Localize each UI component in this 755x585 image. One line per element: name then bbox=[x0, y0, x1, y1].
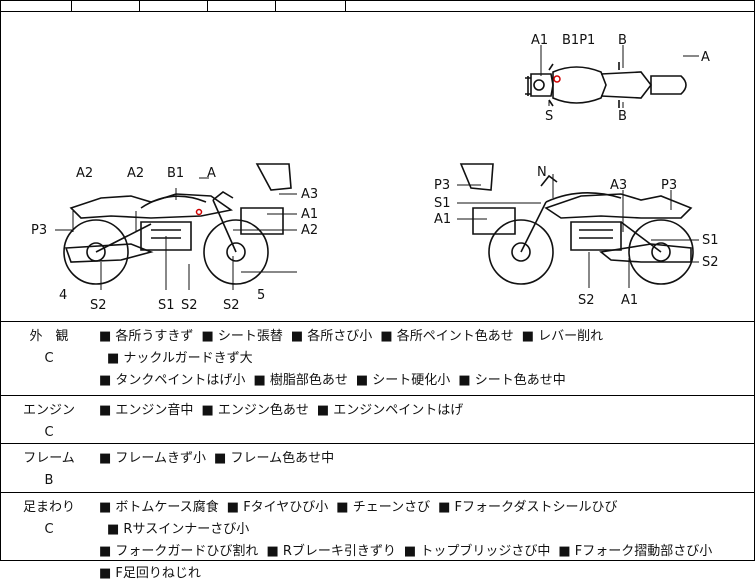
condition-item: 各所うすきず bbox=[99, 329, 193, 344]
left-view-label: B1 bbox=[167, 166, 184, 181]
condition-item: レバー削れ bbox=[522, 329, 603, 344]
left-view-label: 4 bbox=[59, 288, 67, 303]
condition-item: ボトムケース腐食 bbox=[99, 500, 219, 515]
right-view-label: A1 bbox=[621, 293, 638, 308]
section-items: フレームきず小フレーム色あせ中 bbox=[99, 448, 746, 470]
condition-item: 各所さび小 bbox=[291, 329, 372, 344]
condition-item: シート硬化小 bbox=[356, 373, 450, 388]
section-heading: エンジン C bbox=[1, 396, 97, 444]
section-items: 各所うすきずシート張替各所さび小各所ペイント色あせレバー削れナックルガードきず大… bbox=[99, 326, 746, 392]
left-side-motorcycle bbox=[63, 163, 292, 285]
top-view-label: B bbox=[618, 109, 627, 124]
left-view-label: 5 bbox=[257, 288, 265, 303]
diagram-canvas: A1 B1P1 B A S B bbox=[31, 33, 719, 313]
left-view-label: A2 bbox=[76, 166, 93, 181]
condition-item: シート色あせ中 bbox=[458, 373, 565, 388]
right-view-label: S2 bbox=[578, 293, 595, 308]
section-name: エンジン bbox=[22, 403, 75, 418]
right-view-label: P3 bbox=[434, 178, 450, 193]
right-view-label: S2 bbox=[702, 255, 719, 270]
condition-item: フォークガードひび割れ bbox=[99, 544, 258, 559]
condition-item: エンジンペイントはげ bbox=[317, 403, 463, 418]
section-heading: 外 観 C bbox=[1, 322, 97, 370]
left-view-label: S2 bbox=[223, 298, 240, 313]
condition-item: F足回りねじれ bbox=[99, 566, 201, 581]
right-side-motorcycle bbox=[459, 163, 694, 285]
section-heading: フレーム B bbox=[1, 444, 97, 492]
left-view-label: S1 bbox=[158, 298, 175, 313]
left-view-label: A3 bbox=[301, 187, 318, 202]
engine-section: エンジン C エンジン音中エンジン色あせエンジンペイントはげ bbox=[1, 396, 754, 444]
left-view-label: A2 bbox=[301, 223, 318, 238]
right-view-label: S1 bbox=[434, 196, 451, 211]
table-divider bbox=[139, 1, 140, 11]
condition-item: チェーンさび bbox=[336, 500, 430, 515]
left-view-label: A bbox=[207, 166, 216, 181]
section-name: フレーム bbox=[23, 451, 75, 466]
suspension-section: 足まわり C ボトムケース腐食 Fタイヤひび小チェーンさび Fフォークダストシールひ… bbox=[1, 493, 754, 581]
section-heading: 足まわり C bbox=[1, 493, 97, 541]
condition-item: Fフォークダストシールひび bbox=[438, 500, 617, 515]
condition-item: Rサスインナーさび小 bbox=[107, 522, 249, 537]
left-view-label: S2 bbox=[181, 298, 198, 313]
header-table-strip bbox=[1, 1, 754, 12]
motorcycle-damage-diagram: A1 B1P1 B A S B bbox=[1, 12, 754, 322]
condition-item: Rブレーキ引きずり bbox=[266, 544, 395, 559]
table-divider bbox=[345, 1, 346, 11]
top-view-label: B bbox=[618, 33, 627, 48]
top-view-label: B1P1 bbox=[562, 33, 595, 48]
condition-item: シート張替 bbox=[201, 329, 282, 344]
table-divider bbox=[207, 1, 208, 11]
section-grade: C bbox=[44, 425, 54, 440]
exterior-section: 外 観 C 各所うすきずシート張替各所さび小各所ペイント色あせレバー削れナックル… bbox=[1, 322, 754, 396]
condition-item: トップブリッジさび中 bbox=[404, 544, 550, 559]
right-view-label: A1 bbox=[434, 212, 451, 227]
top-view-label: S bbox=[545, 109, 553, 124]
section-items: エンジン音中エンジン色あせエンジンペイントはげ bbox=[99, 400, 746, 422]
top-view-label: A bbox=[701, 50, 710, 65]
condition-item: 各所ペイント色あせ bbox=[380, 329, 513, 344]
top-view-label: A1 bbox=[531, 33, 548, 48]
right-view-label: A3 bbox=[610, 178, 627, 193]
condition-item: Fタイヤひび小 bbox=[227, 500, 329, 515]
condition-item: 樹脂部色あせ bbox=[253, 373, 347, 388]
condition-item: エンジン音中 bbox=[99, 403, 193, 418]
top-view-motorcycle bbox=[525, 62, 687, 108]
right-view-label: P3 bbox=[661, 178, 677, 193]
frame-section: フレーム B フレームきず小フレーム色あせ中 bbox=[1, 444, 754, 493]
condition-item: Fフォーク摺動部さび小 bbox=[558, 544, 712, 559]
right-view-label: S1 bbox=[702, 233, 719, 248]
left-view-label: A1 bbox=[301, 207, 318, 222]
section-name: 足まわり bbox=[22, 500, 75, 515]
condition-item: タンクペイントはげ小 bbox=[99, 373, 245, 388]
left-view-label: P3 bbox=[31, 223, 47, 238]
section-name: 外 観 bbox=[29, 329, 69, 344]
condition-item: フレーム色あせ中 bbox=[214, 451, 334, 466]
right-view-label: N bbox=[537, 165, 547, 180]
section-items: ボトムケース腐食 Fタイヤひび小チェーンさび Fフォークダストシールひび Rサスインナ… bbox=[99, 497, 746, 585]
section-grade: C bbox=[44, 351, 54, 366]
left-view-label: S2 bbox=[90, 298, 107, 313]
condition-item: ナックルガードきず大 bbox=[107, 351, 253, 366]
condition-item: フレームきず小 bbox=[99, 451, 206, 466]
section-grade: B bbox=[44, 473, 54, 488]
left-view-label: A2 bbox=[127, 166, 144, 181]
condition-item: エンジン色あせ bbox=[201, 403, 308, 418]
table-divider bbox=[275, 1, 276, 11]
section-grade: C bbox=[44, 522, 54, 537]
table-divider bbox=[71, 1, 72, 11]
